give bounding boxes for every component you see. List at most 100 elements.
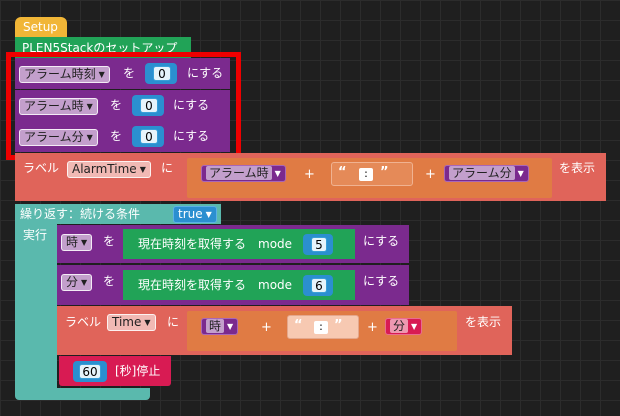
variable-name: 分 bbox=[390, 319, 409, 333]
repeat-label: 繰り返す：続ける条件 bbox=[20, 207, 141, 221]
chevron-down-icon: ▼ bbox=[517, 169, 524, 178]
chevron-down-icon: ▼ bbox=[81, 238, 88, 247]
set-variable-block[interactable]: 時▼ を 現在時刻を取得する mode 5 にする bbox=[57, 225, 409, 263]
show-label-block[interactable]: ラベル Time▼ に 時▼ + “ : ” + 分▼ を表示 bbox=[57, 306, 512, 355]
variable-dropdown[interactable]: アラーム時▼ bbox=[19, 98, 98, 115]
number-block[interactable]: 0 bbox=[145, 63, 177, 84]
variable-name: アラーム時 bbox=[24, 99, 84, 113]
get-time-block[interactable]: 現在時刻を取得する mode 5 bbox=[123, 229, 355, 259]
to-label: を bbox=[110, 129, 123, 143]
join-block[interactable]: 時▼ + “ : ” + 分▼ bbox=[187, 311, 457, 351]
variable-name: 分 bbox=[66, 275, 79, 289]
mode-label: mode bbox=[258, 278, 293, 292]
number-block[interactable]: 6 bbox=[303, 275, 333, 296]
set-action-label: にする bbox=[173, 98, 210, 112]
plus-operator: + bbox=[425, 167, 436, 182]
quote-open: “ bbox=[294, 318, 303, 333]
chevron-down-icon: ▼ bbox=[86, 102, 93, 111]
get-time-label: 現在時刻を取得する bbox=[138, 278, 247, 292]
chevron-down-icon: ▼ bbox=[98, 70, 105, 79]
wait-block[interactable]: 60 [秒]停止 bbox=[59, 356, 171, 386]
string-block[interactable]: “ : ” bbox=[287, 315, 359, 339]
show-suffix: を表示 bbox=[559, 161, 596, 175]
string-block[interactable]: “ : ” bbox=[331, 162, 413, 186]
do-label: 実行 bbox=[23, 228, 48, 242]
to-label: を bbox=[103, 234, 116, 248]
label-prefix: ラベル bbox=[65, 315, 102, 329]
number-block[interactable]: 0 bbox=[132, 95, 164, 116]
plus-operator: + bbox=[261, 320, 272, 335]
show-label-block[interactable]: ラベル AlarmTime▼ に アラーム時▼ + “ : ” + アラーム分▼… bbox=[15, 153, 606, 201]
variable-name: 時 bbox=[206, 319, 225, 333]
variable-getter[interactable]: アラーム時▼ bbox=[201, 165, 286, 182]
string-value[interactable]: : bbox=[359, 168, 373, 181]
number-value[interactable]: 0 bbox=[153, 66, 171, 81]
repeat-body-spine: 実行 bbox=[15, 224, 57, 394]
label-prefix: ラベル bbox=[23, 161, 60, 175]
chevron-down-icon: ▼ bbox=[86, 133, 93, 142]
repeat-footer bbox=[15, 388, 150, 400]
variable-dropdown[interactable]: アラーム分▼ bbox=[19, 129, 98, 146]
set-action-label: にする bbox=[187, 66, 224, 80]
highlight-box bbox=[6, 52, 241, 160]
join-block[interactable]: アラーム時▼ + “ : ” + アラーム分▼ bbox=[187, 158, 552, 198]
variable-getter[interactable]: 時▼ bbox=[201, 318, 239, 335]
chevron-down-icon: ▼ bbox=[144, 318, 151, 327]
condition-dropdown[interactable]: true▼ bbox=[173, 206, 217, 223]
variable-dropdown[interactable]: 時▼ bbox=[61, 234, 93, 251]
set-variable-block[interactable]: アラーム時刻▼ を 0 にする bbox=[15, 58, 230, 89]
variable-name: アラーム分 bbox=[449, 166, 515, 180]
chevron-down-icon: ▼ bbox=[274, 169, 281, 178]
chevron-down-icon: ▼ bbox=[81, 278, 88, 287]
plus-operator: + bbox=[367, 320, 378, 335]
number-value[interactable]: 60 bbox=[79, 364, 101, 379]
label-name: AlarmTime bbox=[72, 162, 137, 176]
variable-dropdown[interactable]: 分▼ bbox=[61, 274, 93, 291]
number-value[interactable]: 6 bbox=[311, 278, 327, 293]
number-value[interactable]: 0 bbox=[140, 98, 158, 113]
number-block[interactable]: 0 bbox=[132, 126, 164, 147]
mode-label: mode bbox=[258, 237, 293, 251]
number-block[interactable]: 60 bbox=[73, 361, 107, 382]
to-label: を bbox=[123, 66, 136, 80]
set-action-label: にする bbox=[363, 274, 400, 288]
ni-label: に bbox=[167, 315, 180, 329]
to-label: を bbox=[103, 274, 116, 288]
label-name: Time bbox=[112, 315, 142, 329]
setup-hat-label: Setup bbox=[23, 20, 58, 34]
get-time-block[interactable]: 現在時刻を取得する mode 6 bbox=[123, 270, 355, 300]
set-action-label: にする bbox=[363, 234, 400, 248]
chevron-down-icon: ▼ bbox=[205, 210, 212, 219]
plen-setup-label: PLEN5Stackのセットアップ bbox=[22, 41, 178, 55]
variable-name: アラーム時 bbox=[206, 166, 272, 180]
number-value[interactable]: 0 bbox=[140, 129, 158, 144]
setup-hat-block[interactable]: Setup bbox=[15, 17, 67, 39]
variable-getter[interactable]: 分▼ bbox=[385, 318, 423, 335]
chevron-down-icon: ▼ bbox=[411, 322, 418, 331]
get-time-label: 現在時刻を取得する bbox=[138, 237, 247, 251]
number-value[interactable]: 5 bbox=[311, 237, 327, 252]
set-variable-block[interactable]: 分▼ を 現在時刻を取得する mode 6 にする bbox=[57, 265, 409, 305]
ni-label: に bbox=[161, 161, 174, 175]
show-suffix: を表示 bbox=[465, 315, 502, 329]
quote-close: ” bbox=[380, 165, 389, 180]
variable-getter[interactable]: アラーム分▼ bbox=[444, 165, 529, 182]
label-dropdown[interactable]: AlarmTime▼ bbox=[67, 161, 151, 178]
to-label: を bbox=[110, 98, 123, 112]
condition-value: true bbox=[178, 207, 203, 221]
set-variable-block[interactable]: アラーム時▼ を 0 にする bbox=[15, 90, 230, 121]
set-action-label: にする bbox=[173, 129, 210, 143]
set-variable-block[interactable]: アラーム分▼ を 0 にする bbox=[15, 121, 230, 152]
string-value[interactable]: : bbox=[314, 321, 328, 334]
quote-open: “ bbox=[338, 165, 347, 180]
variable-name: アラーム時刻 bbox=[24, 67, 96, 81]
plus-operator: + bbox=[304, 167, 315, 182]
variable-name: アラーム分 bbox=[24, 130, 84, 144]
chevron-down-icon: ▼ bbox=[227, 322, 234, 331]
variable-dropdown[interactable]: アラーム時刻▼ bbox=[19, 66, 110, 83]
variable-name: 時 bbox=[66, 235, 79, 249]
label-dropdown[interactable]: Time▼ bbox=[107, 314, 156, 331]
repeat-while-block[interactable]: 繰り返す：続ける条件 true▼ bbox=[15, 204, 221, 224]
number-block[interactable]: 5 bbox=[303, 234, 333, 255]
wait-label: [秒]停止 bbox=[115, 364, 161, 378]
